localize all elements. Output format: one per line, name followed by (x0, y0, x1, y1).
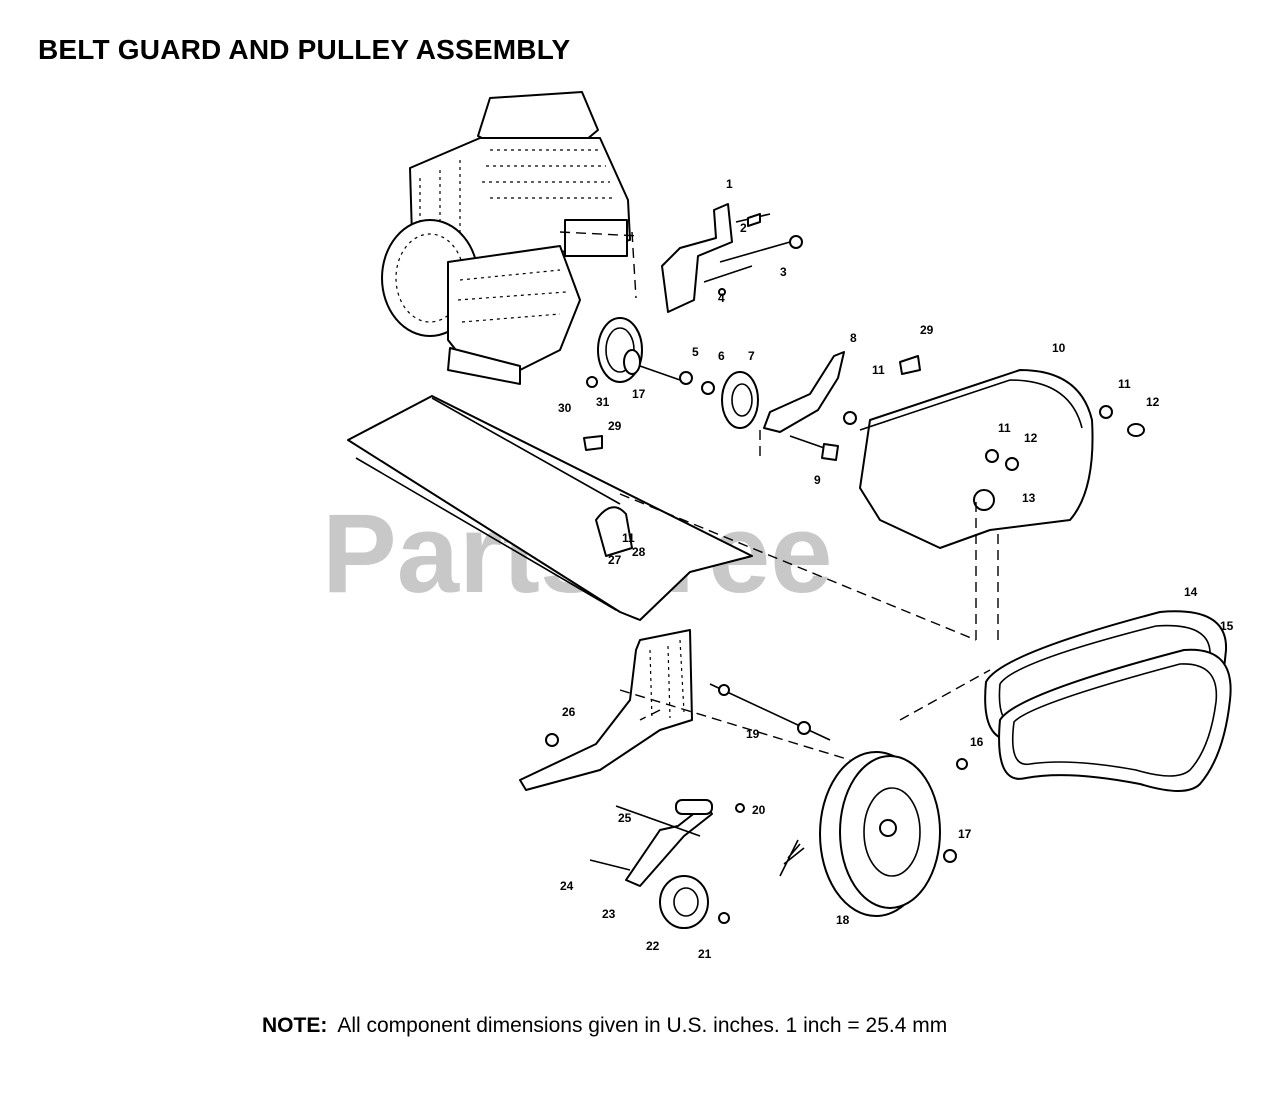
callout-8: 8 (850, 331, 857, 345)
callout-15: 15 (1220, 619, 1234, 633)
callout-5: 5 (692, 345, 699, 359)
callout-17b: 17 (958, 827, 972, 841)
frame-bracket (519, 629, 693, 791)
callout-18: 18 (836, 913, 850, 927)
callout-6: 6 (718, 349, 725, 363)
callout-11a: 11 (872, 363, 885, 377)
callout-30: 30 (558, 401, 572, 415)
callout-12a: 12 (1024, 431, 1038, 445)
engine-pulley-part-31 (586, 317, 681, 388)
rod-part-19 (709, 683, 831, 741)
belts-parts-14-15 (984, 610, 1232, 792)
callout-17a: 17 (632, 387, 646, 401)
callout-16: 16 (970, 735, 984, 749)
callout-20: 20 (752, 803, 766, 817)
note-label: NOTE: (262, 1014, 328, 1037)
callout-2: 2 (740, 221, 747, 235)
callout-22: 22 (646, 939, 660, 953)
callout-1: 1 (726, 177, 733, 191)
callout-19: 19 (746, 727, 760, 741)
callout-29a: 29 (920, 323, 934, 337)
callout-25: 25 (618, 811, 632, 825)
note-text: All component dimensions given in U.S. i… (337, 1014, 948, 1037)
callout-29b: 29 (608, 419, 622, 433)
callout-4: 4 (718, 291, 725, 305)
dimension-note: NOTE: All component dimensions given in U… (262, 1014, 947, 1038)
callout-23: 23 (602, 907, 616, 921)
belt-guard-part-10 (859, 355, 1145, 549)
page-title: BELT GUARD AND PULLEY ASSEMBLY (38, 34, 571, 65)
callout-24: 24 (560, 879, 574, 893)
callout-28: 28 (632, 545, 646, 559)
callout-10: 10 (1052, 341, 1066, 355)
main-pulley-part-18 (819, 751, 968, 917)
idler-arm-part-8 (763, 351, 857, 461)
callout-11b: 11 (998, 421, 1011, 435)
callout-11d: 11 (622, 531, 635, 545)
bracket-part-1 (661, 203, 803, 313)
callout-26: 26 (562, 705, 576, 719)
callout-3: 3 (780, 265, 787, 279)
callout-12b: 12 (1146, 395, 1160, 409)
callout-7: 7 (748, 349, 755, 363)
engine (381, 91, 631, 385)
callouts: 1 2 3 4 5 6 7 8 9 10 11 11 11 11 12 12 1… (558, 177, 1234, 961)
callout-27: 27 (608, 553, 622, 567)
alignment-lines (559, 231, 999, 761)
idler-pulley-part-7 (679, 371, 759, 429)
callout-31: 31 (596, 395, 610, 409)
callout-21: 21 (698, 947, 712, 961)
lower-belt-guard (347, 395, 753, 621)
tensioner-arm-part-23 (545, 733, 805, 929)
callout-13: 13 (1022, 491, 1036, 505)
callout-9: 9 (814, 473, 821, 487)
callout-14: 14 (1184, 585, 1198, 599)
callout-11c: 11 (1118, 377, 1131, 391)
